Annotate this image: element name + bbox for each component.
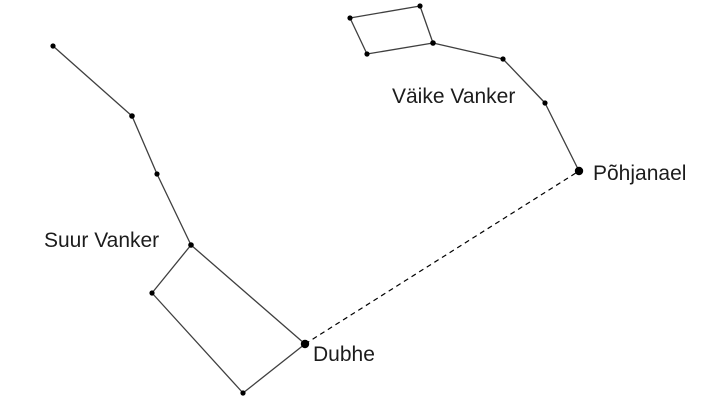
- vaike-vanker-line-5: [432, 42, 504, 60]
- dubhe-star: [300, 339, 310, 349]
- vaike-vanker-star-3: [430, 40, 436, 46]
- vaike-vanker-star-1: [347, 15, 353, 21]
- stars-group: [50, 3, 584, 396]
- vaike-vanker-line-1: [349, 5, 421, 19]
- suur-vanker-line-7: [190, 244, 306, 345]
- suur-vanker-line-3: [156, 173, 192, 246]
- vaike-vanker-line-2: [419, 5, 434, 44]
- suur-vanker-star-6: [240, 390, 246, 396]
- suur-vanker-star-3: [154, 171, 160, 177]
- suur-vanker-line-1: [52, 45, 133, 117]
- pointer-line-group: [304, 170, 580, 345]
- vaike-vanker-star-6: [542, 100, 548, 106]
- dubhe-to-pohjanael-dashed-line: [304, 170, 580, 345]
- suur-vanker-label: Suur Vanker: [44, 229, 159, 252]
- vaike-vanker-line-3: [366, 42, 434, 55]
- suur-vanker-star-5: [149, 290, 155, 296]
- vaike-vanker-star-4: [364, 51, 370, 57]
- suur-vanker-star-2: [129, 113, 135, 119]
- vaike-vanker-star-2: [417, 3, 423, 9]
- vaike-vanker-label: Väike Vanker: [392, 85, 515, 108]
- dubhe-label: Dubhe: [313, 343, 375, 366]
- suur-vanker-star-4: [188, 242, 194, 248]
- vaike-vanker-line-4: [349, 17, 368, 55]
- suur-vanker-line-2: [131, 115, 158, 175]
- vaike-vanker-line-6: [502, 58, 546, 104]
- suur-vanker-line-6: [242, 343, 306, 394]
- pohjanael-star: [574, 166, 584, 176]
- suur-vanker-line-4: [151, 244, 192, 294]
- pohjanael-label: Põhjanael: [593, 162, 686, 185]
- suur-vanker-line-5: [151, 292, 244, 394]
- suur-vanker-star-1: [50, 43, 56, 49]
- vaike-vanker-star-5: [500, 56, 506, 62]
- constellation-lines: [52, 5, 580, 394]
- vaike-vanker-line-7: [544, 102, 580, 172]
